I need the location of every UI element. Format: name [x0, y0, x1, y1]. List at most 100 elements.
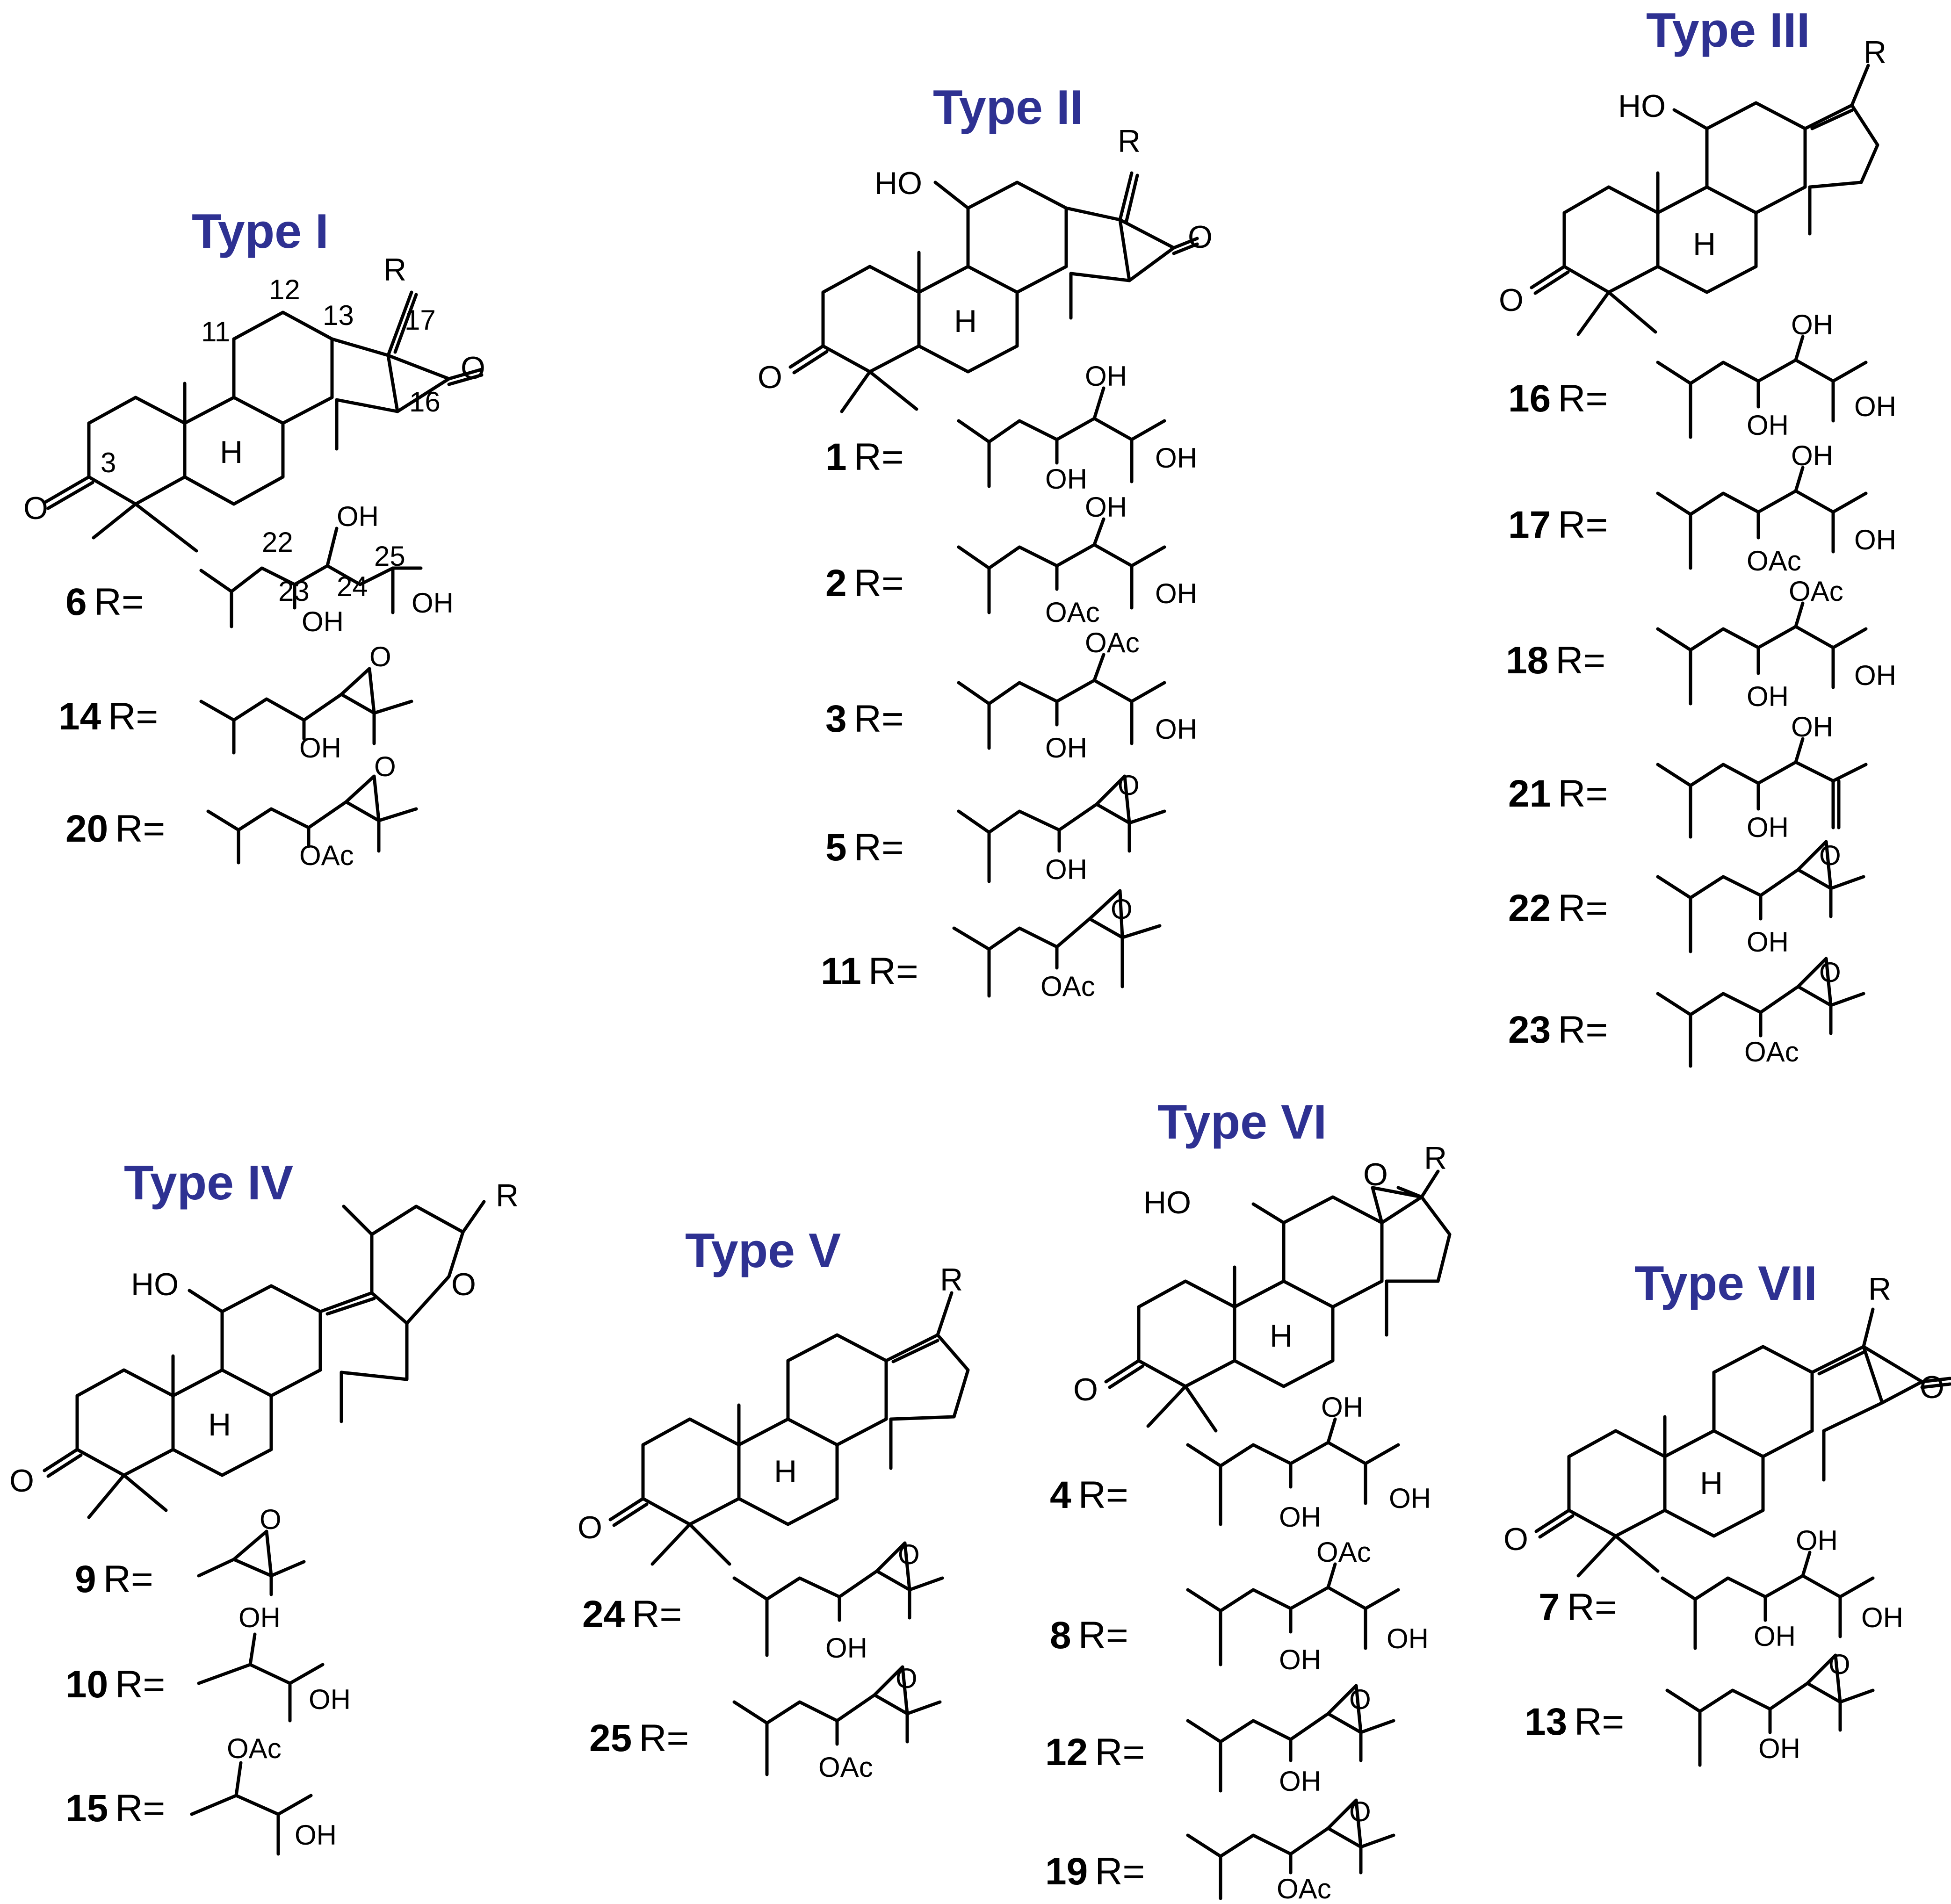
svg-text:4R=: 4R= [1050, 1474, 1128, 1516]
compound-number: 20 [65, 808, 108, 850]
side-chain [190, 1761, 313, 1856]
type-1-c3-o: O [23, 490, 48, 526]
compound-number: 11 [821, 950, 861, 993]
group-label: OAc [1789, 576, 1843, 607]
group-label: OH [1854, 524, 1896, 555]
svg-text:9R=: 9R= [75, 1558, 153, 1601]
group-label: OH [1387, 1623, 1429, 1654]
group-label: OH [1045, 732, 1087, 764]
side-chain [1656, 335, 1868, 439]
group-label: O [896, 1663, 918, 1694]
group-label: OAc [1085, 627, 1140, 658]
group-label: OAc [227, 1733, 282, 1764]
svg-text:21R=: 21R= [1508, 772, 1608, 815]
type-7-r-atom: R [1868, 1271, 1891, 1307]
side-chain [1656, 840, 1865, 953]
type-1-locant-11: 11 [201, 316, 230, 347]
type-1-locant-13: 13 [323, 300, 354, 331]
group-label: O [1118, 770, 1140, 801]
r-equals: R= [868, 950, 918, 993]
type-6-ho: HO [1143, 1185, 1191, 1220]
compound-number: 24 [582, 1593, 625, 1636]
compound-number: 10 [65, 1663, 108, 1706]
type-6-skeleton [1104, 1169, 1452, 1433]
type-3-title: Type III [1646, 3, 1810, 58]
type-6-title: Type VI [1157, 1095, 1327, 1149]
r-equals: R= [1558, 1009, 1608, 1051]
group-label: OH [825, 1632, 867, 1664]
type-3-ho: HO [1618, 88, 1666, 124]
group-label: OH [1045, 854, 1087, 885]
svg-text:18R=: 18R= [1506, 639, 1605, 682]
group-label: OH [1796, 1525, 1838, 1556]
r-equals: R= [1095, 1850, 1145, 1893]
group-label: O [1828, 1649, 1850, 1680]
group-label: O [369, 641, 391, 672]
side-chain [1656, 737, 1868, 839]
compound-number: 2 [825, 562, 847, 605]
group-label: OH [1155, 714, 1197, 745]
group-label: OAc [1045, 597, 1100, 628]
r-equals: R= [1558, 377, 1608, 420]
group-label: OAc [1747, 545, 1801, 577]
svg-text:19R=: 19R= [1045, 1850, 1145, 1893]
group-label: OH [1279, 1644, 1321, 1675]
svg-text:8R=: 8R= [1050, 1614, 1128, 1657]
panel-type-1: Type I R O O H 3 11 [23, 204, 485, 871]
type-4-title: Type IV [124, 1156, 293, 1210]
compound-number: 7 [1539, 1586, 1560, 1629]
r-equals: R= [1095, 1731, 1145, 1774]
side-chain [732, 1665, 942, 1776]
compound-number: 19 [1045, 1850, 1088, 1893]
svg-text:17R=: 17R= [1508, 504, 1608, 546]
compound-number: 21 [1508, 772, 1551, 815]
svg-text:24R=: 24R= [582, 1593, 682, 1636]
group-label: OH [1747, 926, 1789, 958]
group-label: OH [1854, 391, 1896, 422]
group-label: OH [1155, 442, 1197, 474]
svg-text:12R=: 12R= [1045, 1731, 1145, 1774]
group-label: OH [1085, 491, 1127, 523]
compound-number: 8 [1050, 1614, 1071, 1657]
type-6-h-atom: H [1270, 1318, 1293, 1354]
type-4-c3-o: O [9, 1463, 34, 1499]
type-4-ho: HO [131, 1267, 179, 1302]
group-label: O [1819, 840, 1841, 871]
group-label: OH [1747, 812, 1789, 843]
type-1-ketone-o: O [461, 350, 485, 386]
type-7-title: Type VII [1634, 1256, 1817, 1311]
type-6-c3-o: O [1073, 1372, 1098, 1407]
r-equals: R= [108, 695, 158, 738]
svg-text:14R=: 14R= [58, 695, 158, 738]
svg-text:15R=: 15R= [65, 1787, 165, 1830]
compound-number: 18 [1506, 639, 1548, 682]
r-equals: R= [854, 436, 904, 478]
svg-text:25R=: 25R= [589, 1717, 689, 1760]
type-5-title: Type V [685, 1224, 841, 1278]
group-label: OH [295, 1819, 337, 1851]
side-chain [1656, 957, 1865, 1068]
type-4-h-atom: H [208, 1407, 231, 1442]
compound-number: 23 [1508, 1009, 1551, 1051]
group-label: OH [1854, 660, 1896, 691]
type-5-r-atom: R [940, 1262, 963, 1298]
group-label: O [260, 1504, 282, 1535]
type-2-h-atom: H [954, 303, 977, 339]
r-equals: R= [1555, 639, 1605, 682]
side-chain [1656, 466, 1868, 570]
type-5-h-atom: H [774, 1454, 797, 1489]
group-label: O [374, 751, 396, 782]
